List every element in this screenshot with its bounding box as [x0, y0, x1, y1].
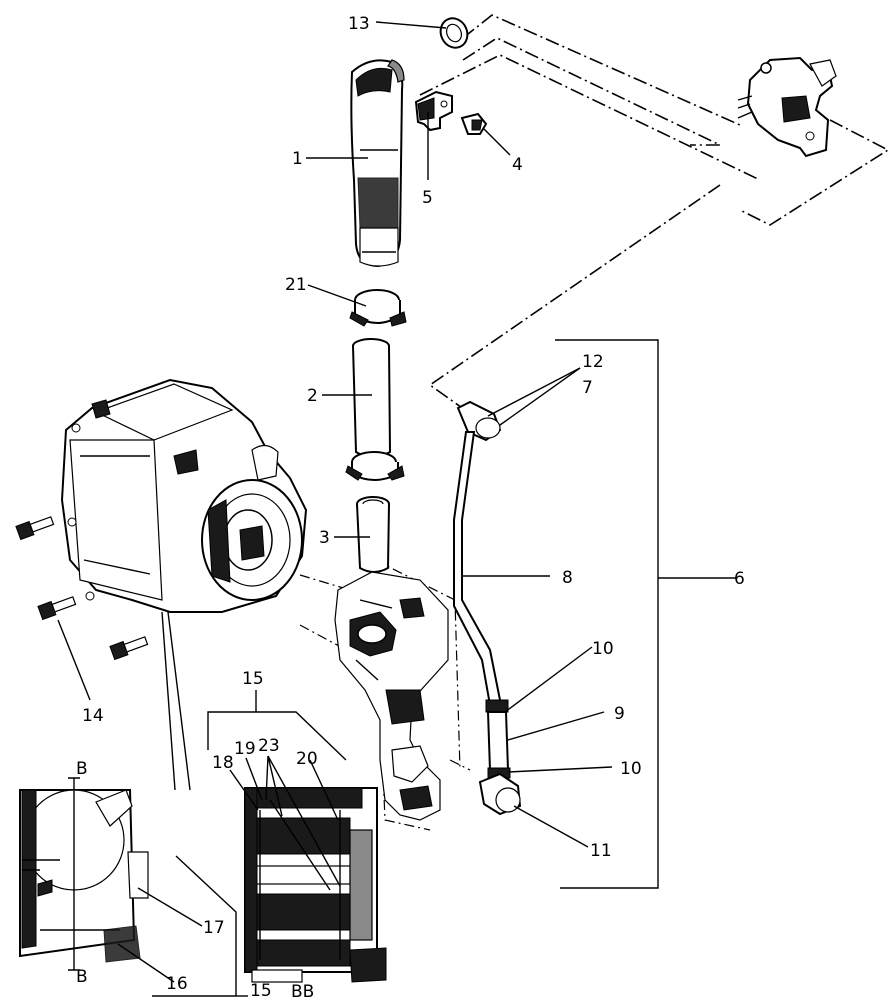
callout-10-top: 10 — [592, 639, 614, 659]
view-label-bb: BB — [291, 982, 314, 1000]
engine-fitting-top-right — [737, 56, 837, 158]
callout-19: 19 — [234, 739, 256, 759]
callout-14: 14 — [82, 706, 104, 726]
callout-4: 4 — [512, 155, 523, 175]
callout-7: 7 — [582, 378, 593, 398]
callout-18: 18 — [212, 753, 234, 773]
callout-8: 8 — [562, 568, 573, 588]
callout-1: 1 — [292, 149, 303, 169]
bracket-part-5 — [414, 90, 453, 132]
clamp-part-21 — [349, 289, 407, 327]
clamp-part-2-lower — [345, 451, 405, 481]
callout-3: 3 — [319, 528, 330, 548]
callout-10-bottom: 10 — [620, 759, 642, 779]
callout-11: 11 — [590, 841, 612, 861]
leader-lines — [57, 21, 613, 997]
callout-20: 20 — [296, 749, 318, 769]
group-bracket-6 — [555, 339, 736, 889]
callout-15-top: 15 — [242, 669, 264, 689]
engine-housing-left — [60, 378, 308, 613]
callout-5: 5 — [422, 188, 433, 208]
callout-13: 13 — [348, 14, 370, 34]
callout-17: 17 — [203, 918, 225, 938]
callout-21: 21 — [285, 275, 307, 295]
intake-hose-part-1 — [350, 59, 405, 268]
callout-12: 12 — [582, 352, 604, 372]
bolts-part-14 — [15, 516, 149, 661]
throttle-body-center — [334, 571, 449, 821]
sleeve-part-3 — [356, 496, 390, 573]
callout-9: 9 — [614, 704, 625, 724]
callout-6: 6 — [734, 569, 745, 589]
breather-tube-assembly — [453, 400, 522, 816]
callout-16: 16 — [166, 974, 188, 994]
o-ring-part-13 — [439, 17, 469, 49]
hose-part-2 — [352, 338, 392, 458]
view-b-throttle-body — [19, 777, 149, 971]
callout-2: 2 — [307, 386, 318, 406]
view-label-b-top: B — [76, 759, 88, 779]
callout-23: 23 — [258, 736, 280, 756]
view-label-b-bottom: B — [76, 967, 88, 987]
view-bb-cross-section — [244, 787, 387, 983]
bolt-part-4 — [460, 112, 488, 135]
callout-15-bottom: 15 — [250, 981, 272, 1000]
callout-labels: 1 2 3 4 5 6 7 8 9 10 10 11 12 13 14 15 1… — [76, 14, 745, 1000]
